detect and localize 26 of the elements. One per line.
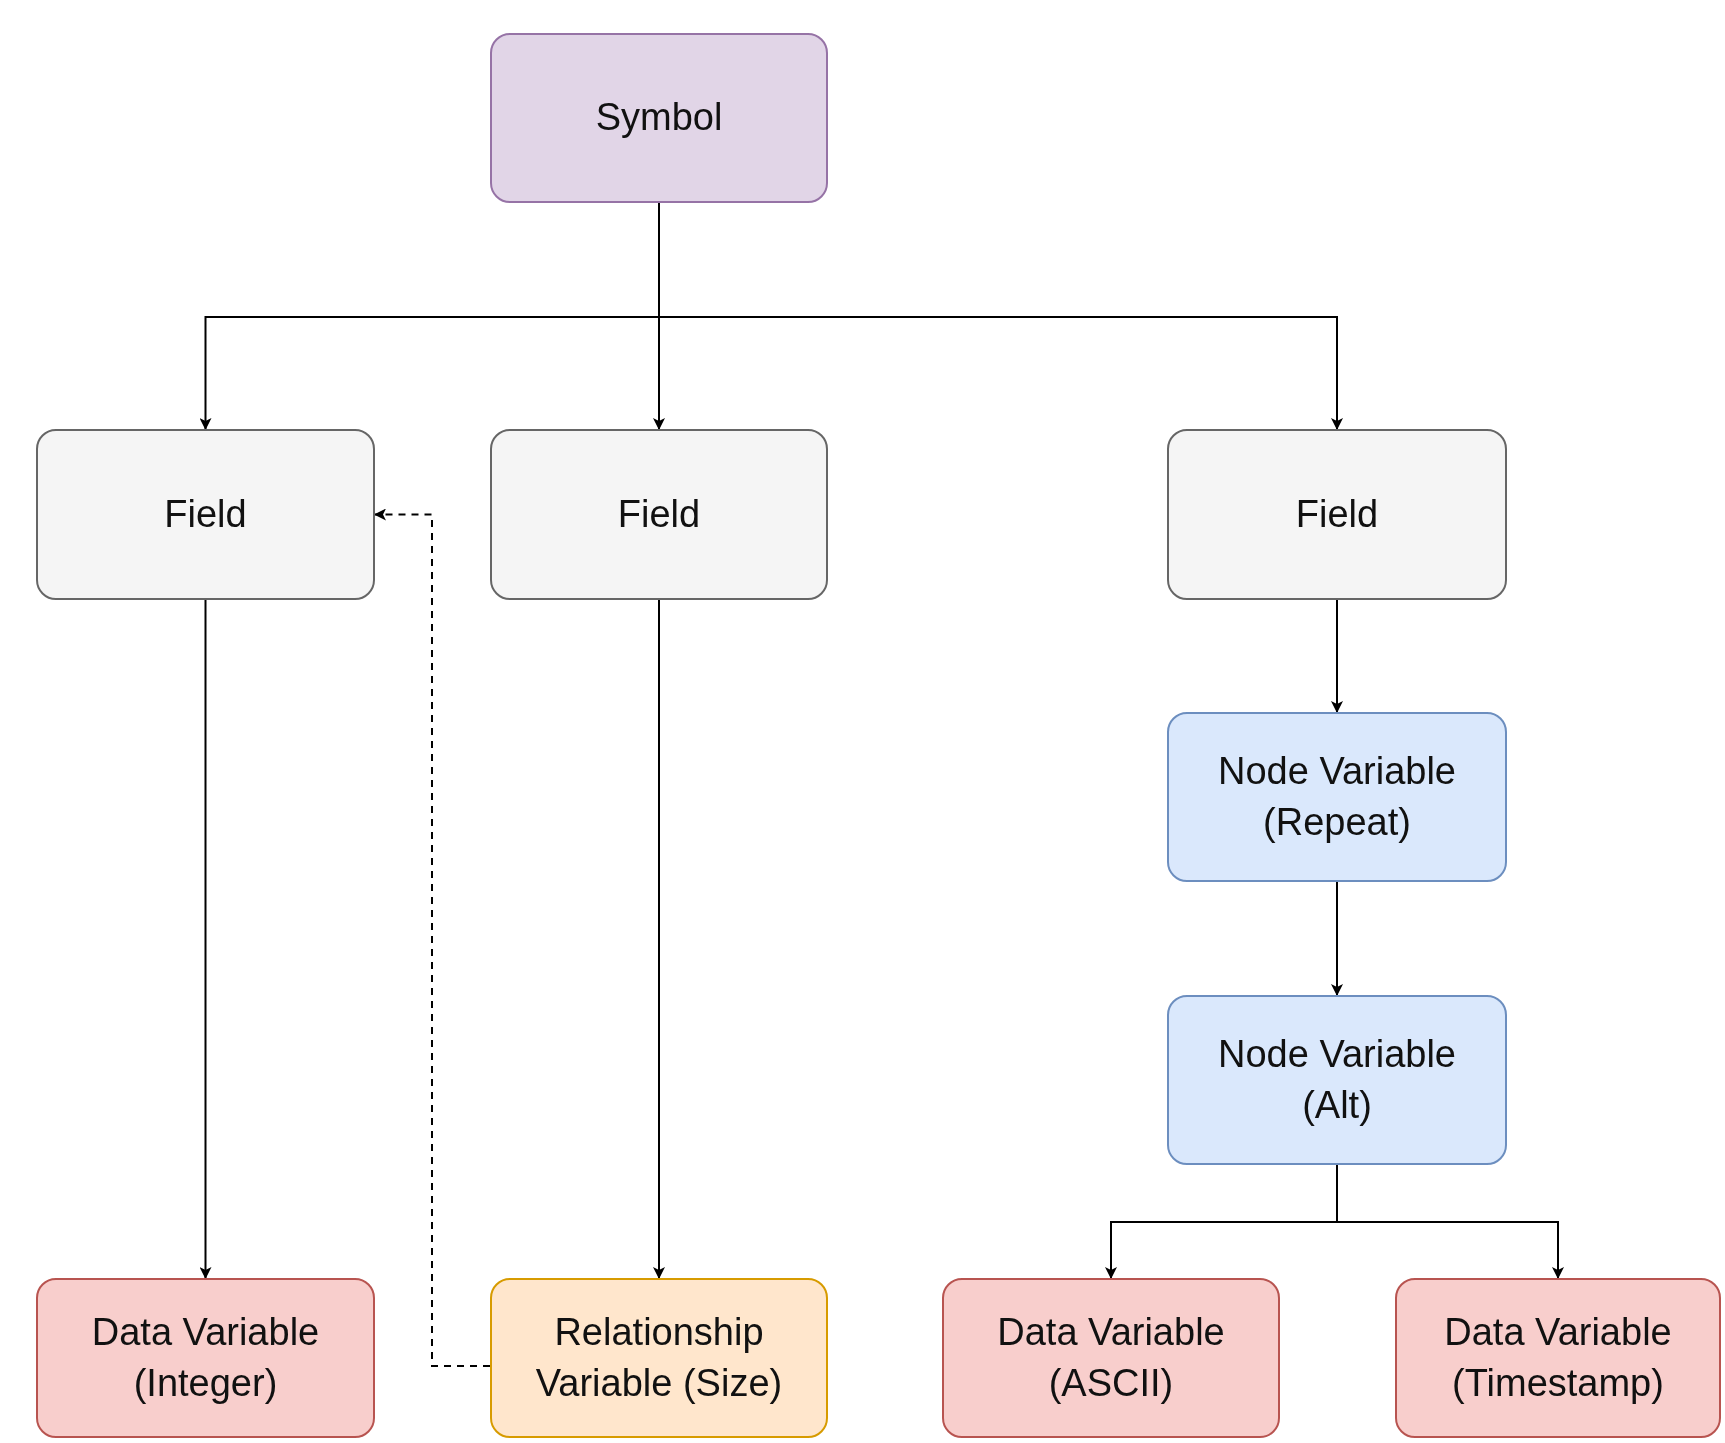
box-label: Node Variable (Alt)	[1217, 1031, 1457, 1128]
process-box	[942, 1278, 1280, 1438]
process-box	[1167, 429, 1507, 600]
process-box	[490, 429, 828, 600]
arrow	[1336, 1164, 1564, 1279]
arrow	[1331, 881, 1343, 996]
arrow	[1331, 599, 1343, 713]
process-box	[1395, 1278, 1721, 1438]
process-box	[1167, 995, 1507, 1165]
box-label: Relationship Variable (Size)	[534, 1309, 784, 1406]
arrow	[653, 599, 665, 1279]
box-label: Field	[1295, 491, 1379, 537]
process-box	[36, 429, 375, 600]
box-label: Node Variable (Repeat)	[1217, 748, 1457, 845]
process-box	[1167, 712, 1507, 882]
box-label: Data Variable (Integer)	[90, 1309, 321, 1406]
box-label: Field	[164, 491, 247, 537]
process-box	[490, 1278, 828, 1438]
process-box	[36, 1278, 375, 1438]
box-label: Data Variable (ASCII)	[996, 1309, 1226, 1406]
arrow	[199, 599, 212, 1279]
box-label: Data Variable (Timestamp)	[1443, 1309, 1673, 1406]
dashed-arrow	[374, 508, 491, 1367]
box-label: Symbol	[595, 95, 723, 141]
box-label: Field	[617, 491, 701, 537]
process-box	[490, 33, 828, 203]
